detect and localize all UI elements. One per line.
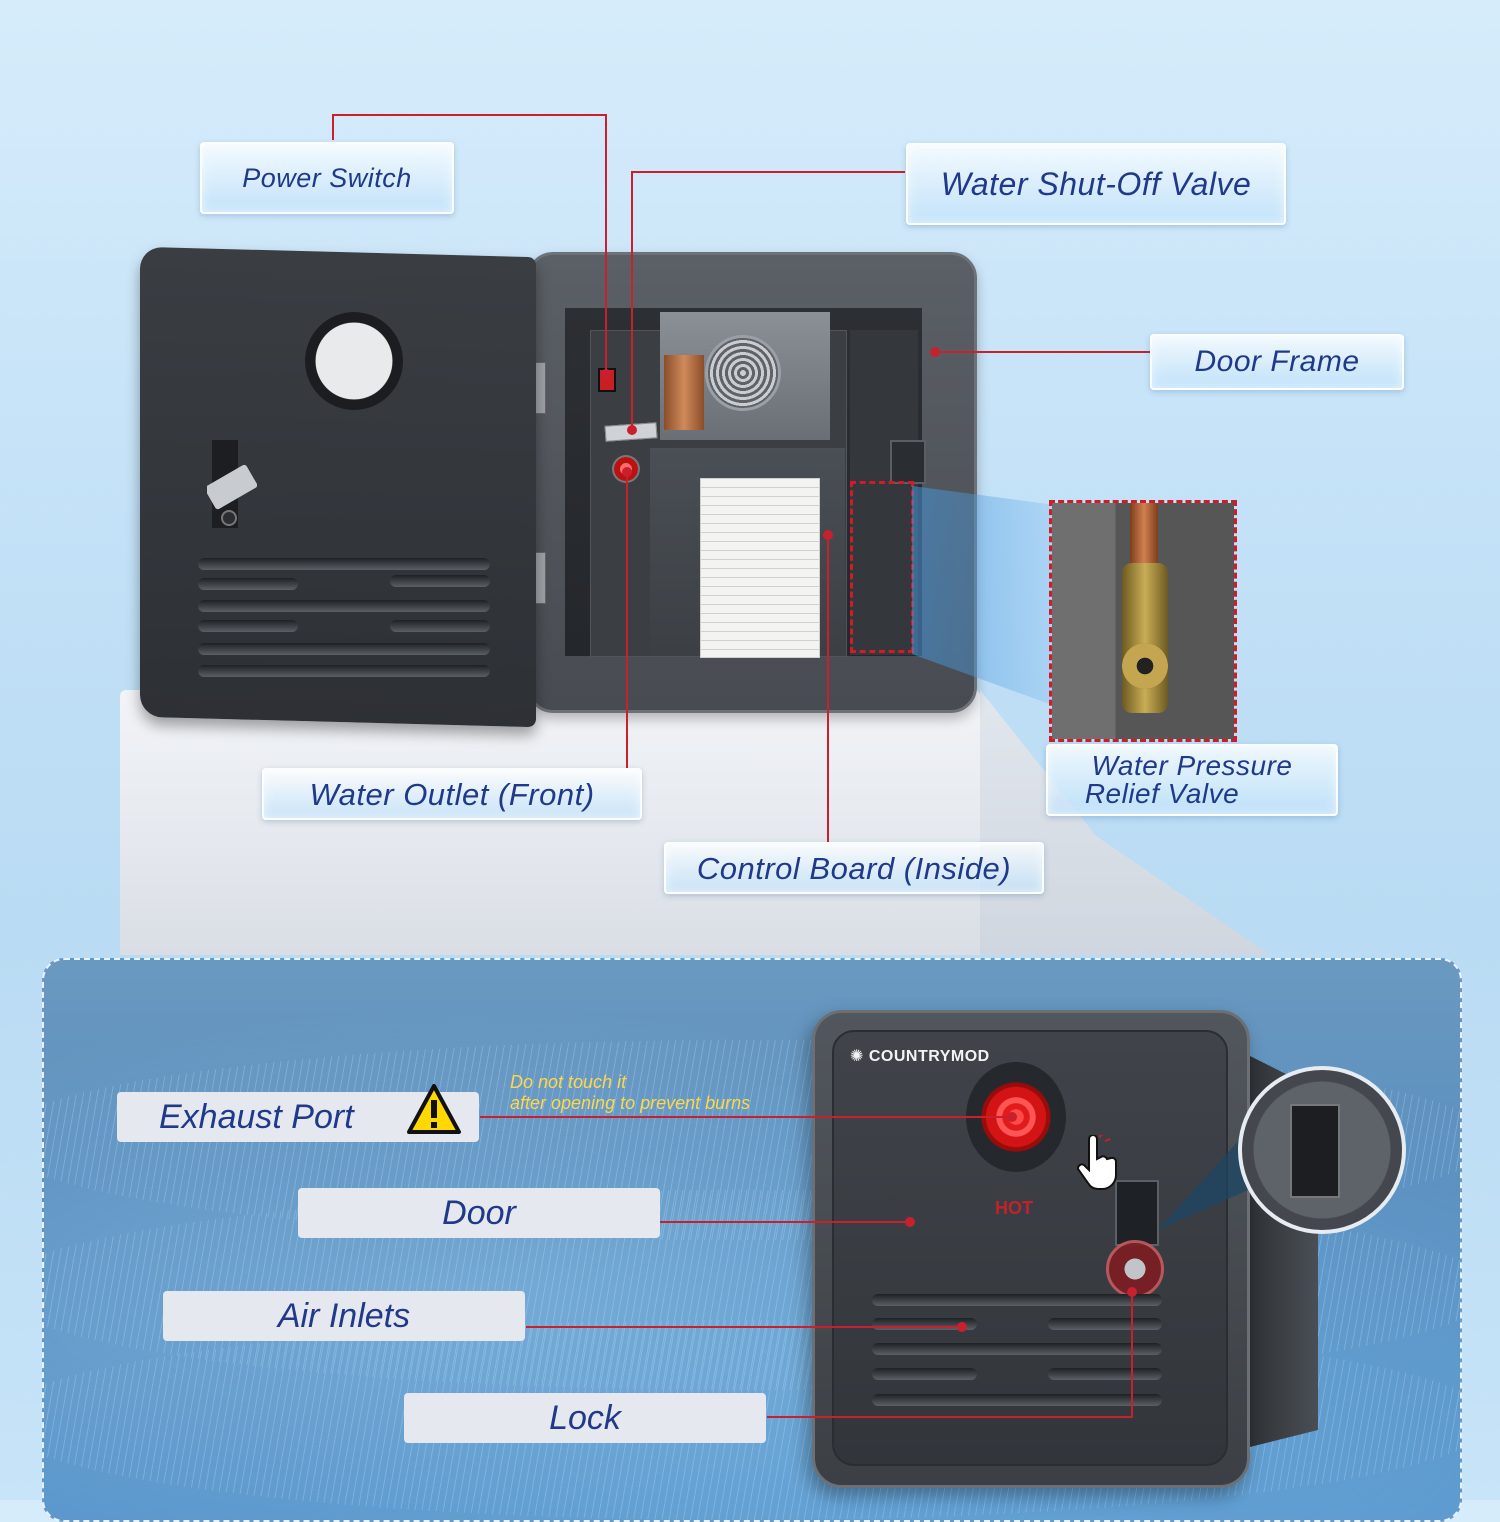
copper-pipe bbox=[664, 355, 704, 430]
brand-text: COUNTRYMOD bbox=[868, 1048, 990, 1065]
brand-logo: ✺ COUNTRYMOD bbox=[850, 1046, 990, 1066]
air-inlet-slot bbox=[1048, 1318, 1162, 1330]
label-door: Door bbox=[298, 1188, 660, 1238]
burn-warning-text: Do not touch it after opening to prevent… bbox=[510, 1072, 750, 1114]
door-vent-slot bbox=[390, 620, 490, 632]
door-vent-slot bbox=[198, 558, 490, 570]
label-pressure-relief-valve: Water Pressure Relief Valve bbox=[1046, 744, 1338, 816]
latch-strike-plate bbox=[890, 440, 926, 484]
instruction-sheet bbox=[700, 478, 820, 658]
label-lock: Lock bbox=[404, 1393, 766, 1443]
label-power-switch: Power Switch bbox=[200, 142, 454, 214]
label-text: Air Inlets bbox=[277, 1296, 411, 1335]
label-text: Door Frame bbox=[1194, 345, 1360, 378]
exhaust-porthole bbox=[305, 312, 403, 410]
door-vent-slot bbox=[198, 578, 298, 590]
label-text: Power Switch bbox=[242, 162, 412, 193]
label-door-frame: Door Frame bbox=[1150, 334, 1404, 390]
label-air-inlets: Air Inlets bbox=[163, 1291, 525, 1341]
label-water-shutoff-valve: Water Shut-Off Valve bbox=[906, 143, 1286, 225]
air-inlet-slot bbox=[1048, 1368, 1162, 1380]
sun-logo-icon: ✺ bbox=[850, 1048, 864, 1065]
label-text-line2: Relief Valve bbox=[1084, 778, 1240, 809]
label-text: Water Shut-Off Valve bbox=[940, 166, 1252, 202]
label-text: Door bbox=[442, 1193, 516, 1232]
warning-line2: after opening to prevent burns bbox=[510, 1093, 751, 1113]
label-control-board: Control Board (Inside) bbox=[664, 842, 1044, 894]
air-inlet-slot bbox=[872, 1394, 1162, 1406]
side-compartment bbox=[850, 330, 918, 655]
label-water-outlet: Water Outlet (Front) bbox=[262, 768, 642, 820]
hand-pointer-icon bbox=[1076, 1135, 1117, 1190]
fan-icon bbox=[705, 335, 781, 411]
door-vent-slot bbox=[198, 643, 490, 655]
door-vent-slot bbox=[198, 600, 490, 612]
warning-line1: Do not touch it bbox=[510, 1072, 627, 1092]
label-text-line1: Water Pressure bbox=[1091, 750, 1293, 781]
label-text: Exhaust Port bbox=[159, 1097, 354, 1136]
label-text: Control Board (Inside) bbox=[696, 850, 1012, 886]
door-vent-slot bbox=[198, 665, 490, 677]
air-inlet-slot bbox=[872, 1294, 1162, 1306]
lock-closeup bbox=[1238, 1066, 1406, 1234]
warning-triangle-icon bbox=[407, 1084, 461, 1134]
label-text: Water Outlet (Front) bbox=[309, 776, 595, 812]
label-text: Lock bbox=[549, 1398, 621, 1437]
door-latch-icon bbox=[207, 440, 257, 528]
door-vent-slot bbox=[198, 620, 298, 632]
hot-mark: HOT bbox=[995, 1198, 1033, 1218]
relief-valve-closeup bbox=[1049, 500, 1237, 742]
air-inlet-slot bbox=[872, 1343, 1162, 1355]
air-inlet-slot bbox=[872, 1368, 977, 1380]
door-vent-slot bbox=[390, 575, 490, 587]
